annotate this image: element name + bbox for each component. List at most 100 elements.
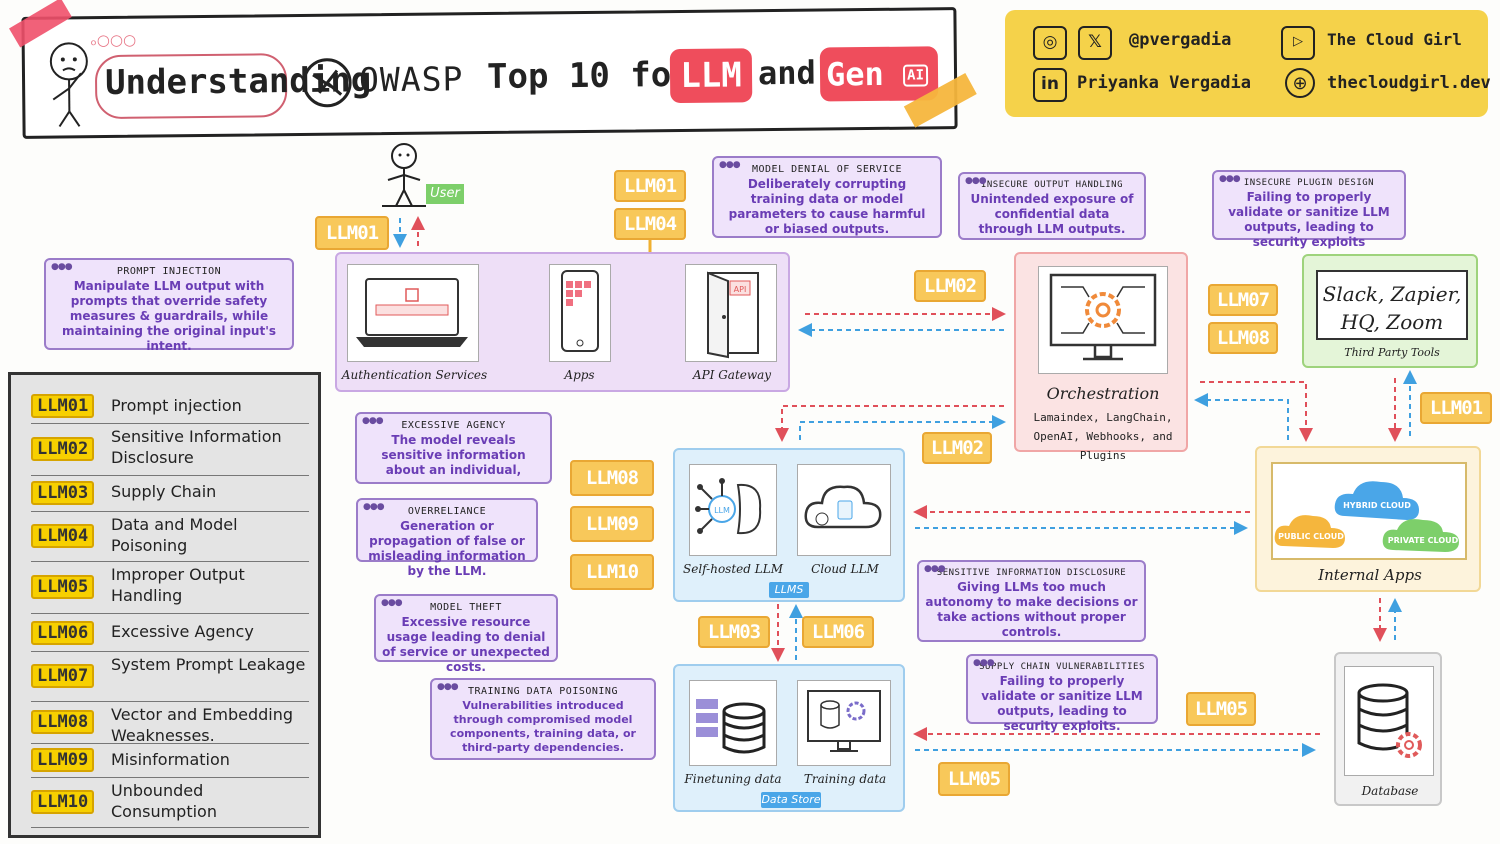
author-name[interactable]: Priyanka Vergadia [1077,73,1251,93]
bubble-model-theft: ●●● MODEL THEFT Excessive resource usage… [374,594,558,674]
linkedin-icon[interactable]: in [1033,68,1067,102]
llms-panel: LLM Self-hosted LLM Cloud LLM LLMS [673,448,905,602]
x-twitter-icon[interactable]: 𝕏 [1078,26,1112,60]
tag-bottom-llm05: LLM05 [938,762,1010,796]
bubble-desc: Failing to properly validate or sanitize… [1228,190,1390,249]
hybrid-cloud-icon: HYBRID CLOUD PUBLIC CLOUD PRIVATE CLOUD [1274,481,1459,552]
legend-label: Unbounded Consumption [111,781,217,821]
bubble-title: SUPPLY CHAIN VULNERABILITIES [979,662,1145,672]
orchestration-panel: Orchestration Lamaindex, LangChain, Open… [1014,252,1188,462]
brain-network-icon: LLM [695,478,762,535]
window-dots-icon: ●●● [437,682,459,692]
database-panel: Database [1334,652,1442,806]
bubble-desc: Unintended exposure of confidential data… [970,192,1134,236]
instagram-icon[interactable]: ◎ [1033,26,1067,60]
social-links-panel: ◎ 𝕏 @pvergadia in Priyanka Vergadia ▷ Th… [1005,10,1491,117]
bubble-insecure-output: ●●● INSECURE OUTPUT HANDLING Unintended … [958,172,1146,240]
internal-apps-caption: Internal Apps [1318,566,1422,584]
tag-orch-llm02: LLM02 [914,270,986,302]
legend-row: LLM02 Sensitive Information Disclosure [31,423,309,476]
legend-row: LLM05 Improper Output Handling [31,561,309,614]
llms-chip: LLMS [769,582,809,598]
legend-label: Sensitive Information Disclosure [111,427,282,467]
bubble-title: MODEL THEFT [430,602,502,613]
self-hosted-caption: Self-hosted LLM [683,562,783,576]
bubble-title: MODEL DENIAL OF SERVICE [752,164,902,175]
cloud-llm-caption: Cloud LLM [811,562,879,576]
third-party-tools-list: Slack, Zapier, HQ, Zoom [1322,282,1462,334]
bubble-title: SENSITIVE INFORMATION DISCLOSURE [936,568,1127,578]
legend-code: LLM09 [31,748,95,772]
apps-card [549,264,611,362]
monitor-gear-icon [1049,273,1157,361]
website-link[interactable]: thecloudgirl.dev [1327,73,1491,93]
private-cloud-label: PRIVATE CLOUD [1388,536,1459,545]
bubble-desc: The model reveals sensitive information … [381,433,526,477]
hybrid-cloud-label: HYBRID CLOUD [1343,501,1411,510]
window-dots-icon: ●●● [1219,174,1241,184]
bubble-insecure-plugin: ●●● INSECURE PLUGIN DESIGN Failing to pr… [1212,170,1406,249]
api-gateway-card: API [685,264,777,362]
legend-label: Vector and Embedding Weaknesses. [111,705,294,745]
bubble-desc: Giving LLMs too much autonomy to make de… [925,580,1138,639]
database-caption: Database [1361,784,1419,798]
tag-plugin-llm07: LLM07 [1208,284,1278,316]
llm-badge: LLM [714,506,730,515]
tag-store-llm06: LLM06 [802,616,874,648]
owasp-logo-icon [302,58,352,108]
legend-label: Improper Output Handling [111,565,245,605]
smartphone-icon [561,270,599,352]
legend-code: LLM06 [31,621,95,645]
legend-code: LLM07 [31,664,95,688]
cloud-llm-card [797,464,891,556]
bubble-supply-chain: ●●● SUPPLY CHAIN VULNERABILITIES Failing… [966,654,1158,733]
self-hosted-llm-card: LLM [689,464,777,556]
legend-code: LLM02 [31,437,95,461]
channel-name[interactable]: The Cloud Girl [1327,30,1462,49]
window-dots-icon: ●●● [51,262,73,272]
tag-supply-llm05: LLM05 [1186,692,1256,726]
bubble-excessive-agency: ●●● EXCESSIVE AGENCY The model reveals s… [355,412,552,484]
legend-label: Supply Chain [111,482,217,501]
tag-dos-llm04: LLM04 [614,208,686,240]
bubble-prompt-injection: ●●● PROMPT INJECTION Manipulate LLM outp… [44,258,294,353]
frontend-panel: Authentication Services Apps API API Gat… [335,252,790,392]
api-badge: API [734,285,747,294]
bubble-desc: Deliberately corrupting training data or… [728,177,926,236]
youtube-play-icon[interactable]: ▷ [1281,26,1315,60]
database-list-icon [696,699,766,754]
window-dots-icon: ●●● [973,658,995,668]
bubble-title: TRAINING DATA POISONING [468,686,618,697]
legend-code: LLM05 [31,575,95,599]
window-dots-icon: ●●● [381,598,403,608]
training-caption: Training data [803,772,887,786]
third-party-card: Slack, Zapier, HQ, Zoom [1316,270,1468,340]
finetuning-data-card [689,680,777,766]
user-label: User [426,184,464,204]
legend-label: Data and Model Poisoning [111,515,238,555]
globe-icon[interactable]: ⊕ [1285,68,1315,98]
bubble-desc: Vulnerabilities introduced through compr… [450,699,636,754]
bubble-title: EXCESSIVE AGENCY [401,420,506,431]
tag-store-llm03: LLM03 [698,616,770,648]
legend-code: LLM01 [31,394,95,418]
bubble-title: INSECURE PLUGIN DESIGN [1243,178,1375,188]
auth-card [347,264,479,362]
title-banner: ₒ○○○ Understanding OWASP Top 10 for LLM … [9,0,977,139]
tag-thirdparty-llm01: LLM01 [1420,392,1492,424]
public-cloud-label: PUBLIC CLOUD [1278,532,1344,541]
orchestration-card [1038,266,1168,374]
social-handle[interactable]: @pvergadia [1129,30,1232,50]
bubble-desc: Manipulate LLM output with prompts that … [61,279,277,353]
third-party-caption: Third Party Tools [1344,346,1440,359]
data-store-panel: Finetuning data Training data Data Store [673,664,905,812]
bubble-desc: Failing to properly validate or sanitize… [981,674,1143,733]
